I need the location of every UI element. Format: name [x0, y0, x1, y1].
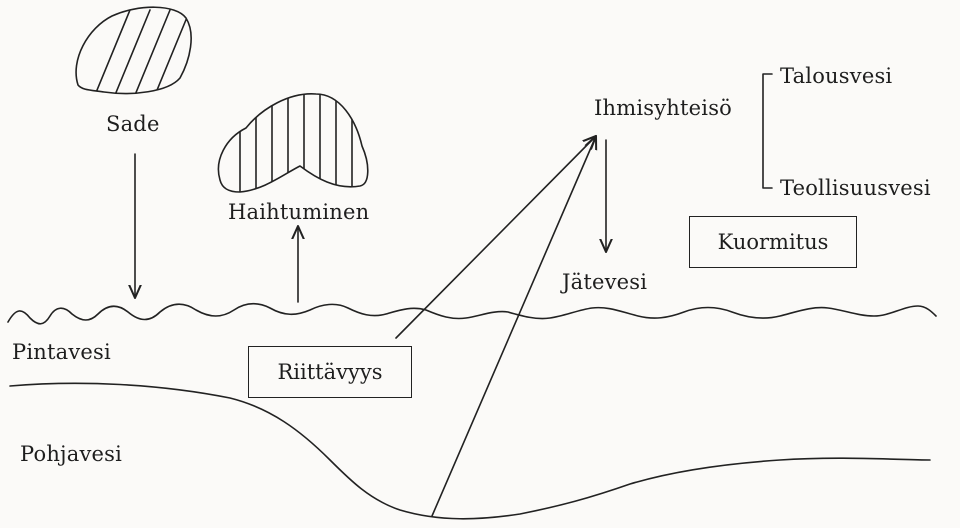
sufficiency-box: Riittävyys: [248, 346, 412, 398]
groundwater-label: Pohjavesi: [20, 442, 122, 466]
rain-cloud-icon: [76, 7, 205, 95]
water-use-bracket: [763, 74, 772, 188]
industrial-water-label: Teollisuusvesi: [780, 176, 931, 200]
load-box: Kuormitus: [689, 216, 857, 268]
rain-label: Sade: [106, 112, 160, 136]
surface-water-label: Pintavesi: [12, 340, 111, 364]
water-surface-line: [8, 304, 936, 324]
evaporation-cloud-icon: [218, 94, 367, 195]
groundwater-to-community-arrow: [432, 136, 596, 516]
household-water-label: Talousvesi: [780, 64, 892, 88]
groundwater-boundary-line: [10, 383, 930, 518]
wastewater-label: Jätevesi: [562, 270, 647, 294]
evaporation-label: Haihtuminen: [228, 200, 369, 224]
community-label: Ihmisyhteisö: [594, 96, 732, 120]
sufficiency-to-community-arrow: [396, 136, 596, 338]
